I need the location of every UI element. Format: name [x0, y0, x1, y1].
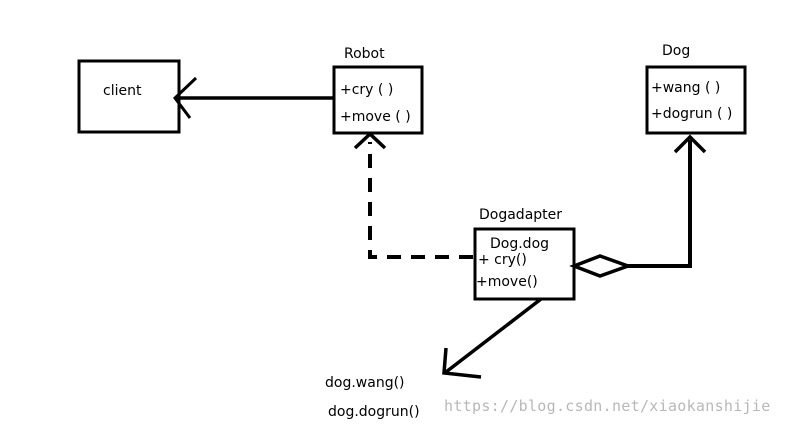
client-box: [77, 59, 181, 134]
adapter-to-robot-dashed-line: [368, 142, 473, 259]
dog-method-wang: +wang ( ): [651, 80, 721, 96]
note-dog-wang: dog.wang(): [325, 375, 405, 391]
adapter-to-dog-calls-line: [444, 297, 543, 374]
adapter-method-cry: + cry(): [478, 252, 527, 268]
dog-arrowhead: [673, 134, 707, 154]
robot-method-move: +move ( ): [340, 109, 411, 125]
adapter-field: Dog.dog: [490, 236, 550, 252]
robot-to-client-arrowhead: [173, 76, 198, 119]
note-dog-dogrun: dog.dogrun(): [328, 404, 420, 420]
adapter-to-dog-calls-arrowhead: [442, 347, 482, 379]
dog-to-adapter-line: [628, 140, 692, 268]
robot-box: [332, 65, 424, 135]
dog-box: [645, 65, 747, 135]
adapter-box: [473, 227, 576, 301]
robot-method-cry: +cry ( ): [340, 82, 394, 98]
watermark-text: https://blog.csdn.net/xiaokanshijie: [444, 397, 771, 415]
aggregation-diamond: [569, 254, 634, 278]
adapter-to-robot-arrowhead: [353, 131, 387, 150]
adapter-method-move: +move(): [476, 274, 538, 290]
robot-title: Robot: [344, 46, 385, 62]
adapter-title: Dogadapter: [479, 207, 563, 223]
dog-title: Dog: [662, 43, 691, 59]
client-label: client: [103, 83, 142, 99]
dog-method-dogrun: +dogrun ( ): [651, 106, 733, 122]
